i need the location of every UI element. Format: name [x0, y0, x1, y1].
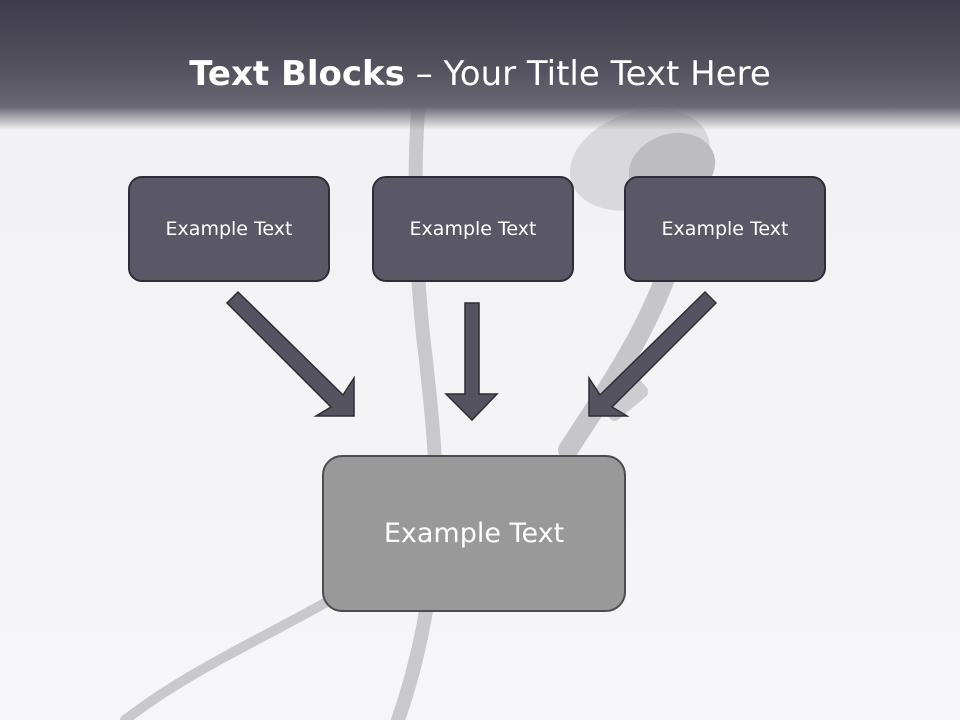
top-box-center: Example Text: [372, 176, 574, 282]
title-rest-part: Your Title Text Here: [443, 54, 771, 94]
top-box-left: Example Text: [128, 176, 330, 282]
bottom-box: Example Text: [322, 455, 626, 612]
title-separator: –: [415, 54, 433, 94]
bottom-box-label: Example Text: [383, 518, 565, 549]
top-box-right-label: Example Text: [661, 218, 789, 240]
top-box-right: Example Text: [624, 176, 826, 282]
header-band: [0, 0, 960, 130]
arrow-right: [588, 290, 718, 417]
arrow-center: [444, 302, 499, 422]
top-box-left-label: Example Text: [165, 218, 293, 240]
arrow-left: [225, 290, 355, 417]
title-bold-part: Text Blocks: [189, 54, 405, 94]
top-box-center-label: Example Text: [409, 218, 537, 240]
slide-title: Text Blocks – Your Title Text Here: [0, 52, 960, 96]
